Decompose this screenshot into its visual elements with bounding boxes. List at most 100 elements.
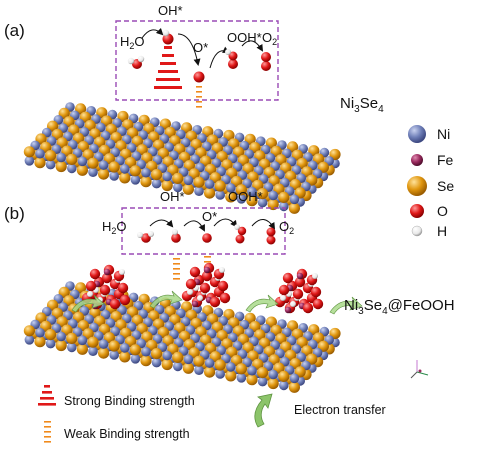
o-atom: [89, 268, 101, 280]
ni-atom: [236, 194, 247, 204]
o-atom: [119, 294, 131, 306]
h2o-molecule-a: [127, 55, 145, 69]
h-atom: [290, 301, 296, 307]
se-atom: [129, 165, 141, 177]
o-atom: [278, 284, 290, 296]
fe-atom: [296, 272, 304, 280]
ni-atom: [268, 190, 279, 201]
binding-legend: Strong Binding strength Weak Binding str…: [38, 385, 386, 443]
o-molecule-a: [193, 71, 205, 83]
se-atom: [129, 344, 141, 356]
arrow-4-a: [241, 40, 264, 52]
ni-atom: [226, 183, 236, 193]
se-atom: [23, 146, 35, 158]
arrow-1-b: [149, 219, 174, 228]
weak-binding-label: Weak Binding strength: [64, 427, 190, 441]
o-atom: [310, 286, 322, 298]
ni3se4-slab: [23, 102, 341, 214]
se-atom: [288, 381, 300, 393]
strong-binding-icon: [38, 385, 56, 406]
se-atom: [257, 188, 269, 200]
se-atom: [87, 336, 99, 348]
se-atom: [119, 172, 131, 184]
legend-fe-atom: [411, 154, 423, 166]
h-atom: [87, 291, 93, 297]
step-o-a: O*: [193, 40, 208, 55]
ni-atom: [215, 369, 225, 379]
se-atom: [98, 168, 110, 180]
se-atom: [267, 377, 279, 390]
ni-atom: [35, 148, 45, 159]
o-atom: [199, 282, 211, 294]
se-atom: [204, 187, 216, 199]
fe-atom: [203, 266, 211, 274]
se-atom: [76, 343, 88, 355]
se-atom: [182, 183, 194, 195]
step-h2o-a: H2O: [120, 34, 145, 51]
step-o2-b: O2: [279, 219, 294, 236]
se-atom: [23, 325, 35, 337]
ni-atom: [268, 369, 279, 380]
ni-atom: [67, 342, 77, 353]
feooh-clusters: [81, 262, 324, 314]
se-atom: [66, 332, 78, 344]
strong-binding-bars-a: [154, 46, 182, 89]
se-atom: [225, 191, 237, 203]
se-atom: [267, 198, 279, 211]
ni-atom: [88, 167, 98, 177]
strong-binding-label: Strong Binding strength: [64, 394, 195, 408]
atom-legend: Ni Fe Se O H: [407, 125, 454, 239]
o-atom: [302, 302, 314, 314]
se-atom: [161, 358, 173, 371]
se-atom: [193, 355, 205, 367]
electron-transfer-arrow: [329, 296, 363, 315]
ni-atom: [130, 175, 141, 185]
o2-molecule-a: [261, 52, 271, 71]
step-oh-b: OH*: [160, 189, 185, 204]
reaction-box-b: [121, 207, 286, 255]
se-atom: [66, 153, 78, 165]
se-atom: [151, 348, 163, 360]
panel-b-label: (b): [4, 204, 25, 223]
ni-atom: [257, 197, 268, 208]
se-atom: [119, 351, 131, 363]
step-o-b: O*: [202, 209, 217, 224]
legend-se-atom: [407, 176, 427, 196]
ni-atom: [88, 346, 98, 357]
fe-atom: [191, 300, 199, 308]
arrow-3-b: [213, 218, 238, 228]
ni-atom: [194, 186, 204, 196]
se-atom: [235, 363, 247, 375]
arrow-2-b: [183, 220, 205, 232]
o-atom: [185, 278, 197, 290]
ni-atom: [204, 358, 215, 368]
panel-a-label: (a): [4, 21, 25, 40]
ni-atom: [45, 338, 56, 349]
ni-atom: [279, 380, 289, 391]
ni-atom: [56, 331, 66, 342]
se-atom: [55, 160, 67, 173]
o-atom: [292, 288, 304, 300]
se-atom: [34, 157, 46, 169]
se-atom: [214, 180, 226, 192]
o-atom: [101, 272, 113, 284]
se-atom: [182, 362, 194, 374]
se-atom: [98, 347, 110, 359]
material-label-a: Ni3Se4: [340, 95, 384, 115]
se-atom: [246, 195, 258, 207]
ni-atom: [226, 362, 236, 372]
legend-o-label: O: [437, 203, 448, 219]
se-atom: [172, 351, 184, 363]
o-atom: [294, 276, 306, 288]
electron-transfer-label: Electron transfer: [294, 403, 386, 417]
se-atom: [151, 169, 163, 181]
ni-atom: [109, 350, 119, 360]
o-atom: [312, 298, 324, 310]
se-atom: [140, 355, 152, 367]
electron-transfer-icon: [254, 393, 273, 428]
se-atom: [87, 157, 99, 169]
ni-atom: [215, 190, 225, 200]
h2o-molecule-b: [137, 231, 154, 243]
fe-atom: [284, 306, 292, 314]
